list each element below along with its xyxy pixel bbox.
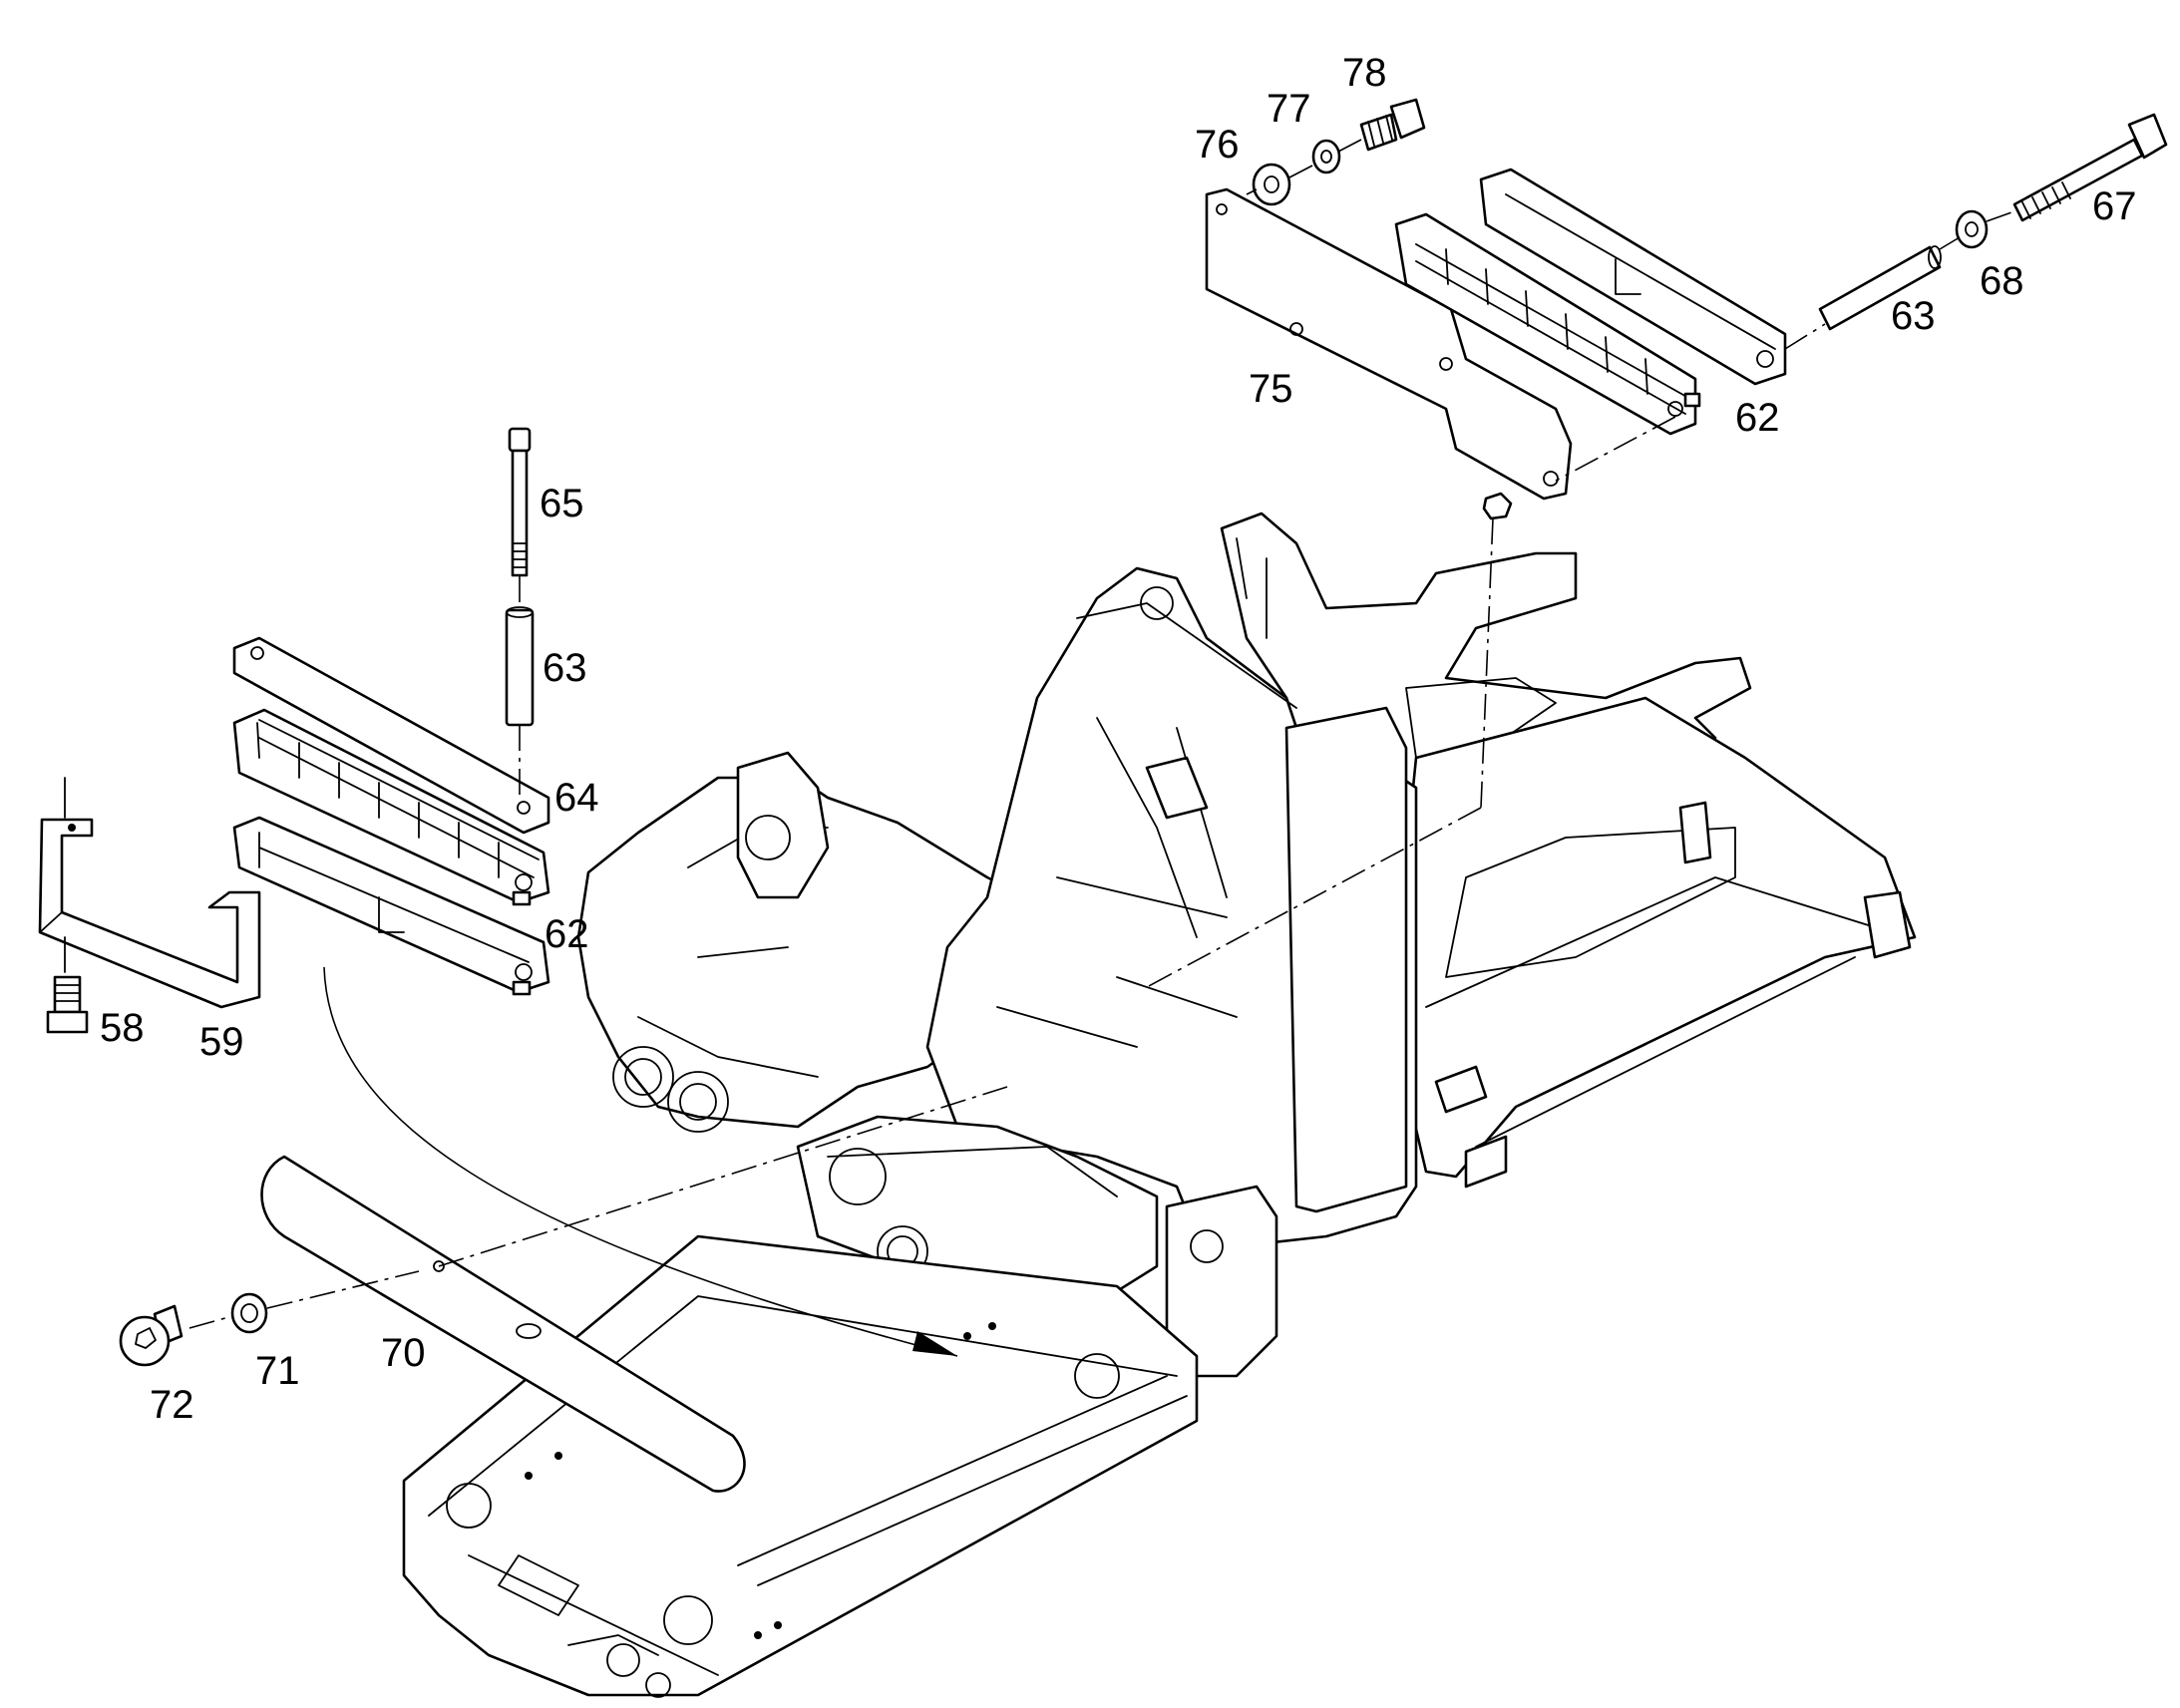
direction-arrow	[323, 966, 958, 1357]
callout-68: 68	[1980, 259, 2024, 303]
step-grating-left	[232, 708, 550, 906]
cover-plate-70	[260, 1155, 746, 1493]
callout-63-left: 63	[543, 646, 587, 690]
callout-65: 65	[540, 482, 584, 525]
callout-71: 71	[255, 1349, 300, 1393]
callout-59: 59	[199, 1020, 244, 1064]
nut	[1482, 492, 1513, 520]
callout-58: 58	[100, 1006, 145, 1050]
callout-63-right: 63	[1891, 294, 1936, 338]
plate-64	[232, 636, 550, 835]
bolt-67	[2012, 113, 2168, 222]
callout-72: 72	[150, 1383, 194, 1427]
callout-64: 64	[554, 776, 599, 820]
bolt-65	[508, 427, 532, 798]
washer-76	[1252, 163, 1291, 206]
bracket-62-right	[1479, 168, 1787, 386]
washer-71	[230, 1292, 268, 1334]
callout-67: 67	[2092, 184, 2137, 228]
callout-70: 70	[381, 1331, 426, 1375]
callout-76: 76	[1195, 123, 1240, 167]
spacer-63-right	[1818, 245, 1942, 331]
callout-77: 77	[1267, 87, 1311, 131]
bolt-58	[46, 975, 89, 1034]
bracket-62-left	[232, 816, 550, 996]
main-frame	[402, 512, 1917, 1698]
callout-75: 75	[1249, 367, 1293, 411]
washer-68	[1955, 209, 1989, 249]
callout-62-left: 62	[545, 912, 589, 956]
spacer-63-left	[505, 606, 535, 727]
step-grating-right	[1394, 212, 1701, 436]
washer-77	[1311, 139, 1341, 174]
screw-72	[119, 1304, 183, 1367]
bolt-78	[1359, 98, 1426, 152]
bracket-59	[38, 777, 261, 1009]
callout-62-right: 62	[1735, 396, 1780, 440]
callout-78: 78	[1342, 51, 1387, 95]
